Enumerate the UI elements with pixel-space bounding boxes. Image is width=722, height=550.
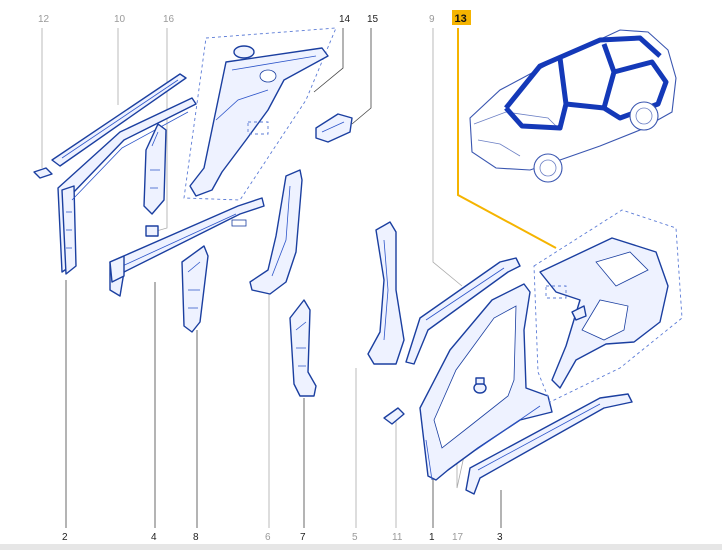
car-illustration	[469, 29, 677, 183]
part-8-pillar[interactable]	[181, 245, 209, 333]
part-12-bracket[interactable]	[33, 167, 53, 179]
callout-15[interactable]: 15	[367, 14, 379, 25]
callout-16[interactable]: 16	[163, 14, 175, 25]
callout-13-highlight	[452, 10, 471, 25]
callout-17[interactable]: 17	[452, 532, 464, 543]
part-17-clip[interactable]	[473, 377, 487, 394]
part-2-front-side-frame[interactable]	[57, 97, 197, 275]
part-13-quarter-panel[interactable]	[533, 209, 683, 403]
callout-4[interactable]: 4	[151, 532, 157, 543]
part-15-gasket[interactable]	[315, 113, 353, 143]
part-7-post[interactable]	[289, 299, 317, 397]
part-6-pillar[interactable]	[249, 169, 303, 295]
callout-1[interactable]: 1	[429, 532, 435, 543]
callout-13[interactable]: 13	[455, 13, 467, 25]
callout-9[interactable]: 9	[429, 14, 435, 25]
part-9-roof-rail[interactable]	[405, 257, 521, 365]
part-5-pillar[interactable]	[367, 221, 405, 365]
callout-3[interactable]: 3	[497, 532, 503, 543]
callout-7[interactable]: 7	[300, 532, 306, 543]
callout-8[interactable]: 8	[193, 532, 199, 543]
callout-12[interactable]: 12	[38, 14, 50, 25]
callout-6[interactable]: 6	[265, 532, 271, 543]
part-14-group[interactable]	[183, 27, 337, 201]
part-16-pillar[interactable]	[143, 123, 167, 237]
part-4-sill[interactable]	[109, 197, 265, 297]
part-3-rear-sill[interactable]	[465, 393, 633, 495]
part-11-bracket[interactable]	[383, 407, 405, 425]
callout-2[interactable]: 2	[62, 532, 68, 543]
bottom-scrollbar	[0, 544, 722, 550]
callout-5[interactable]: 5	[352, 532, 358, 543]
callout-14[interactable]: 14	[339, 14, 351, 25]
callout-10[interactable]: 10	[114, 14, 126, 25]
callout-11[interactable]: 11	[392, 532, 403, 543]
